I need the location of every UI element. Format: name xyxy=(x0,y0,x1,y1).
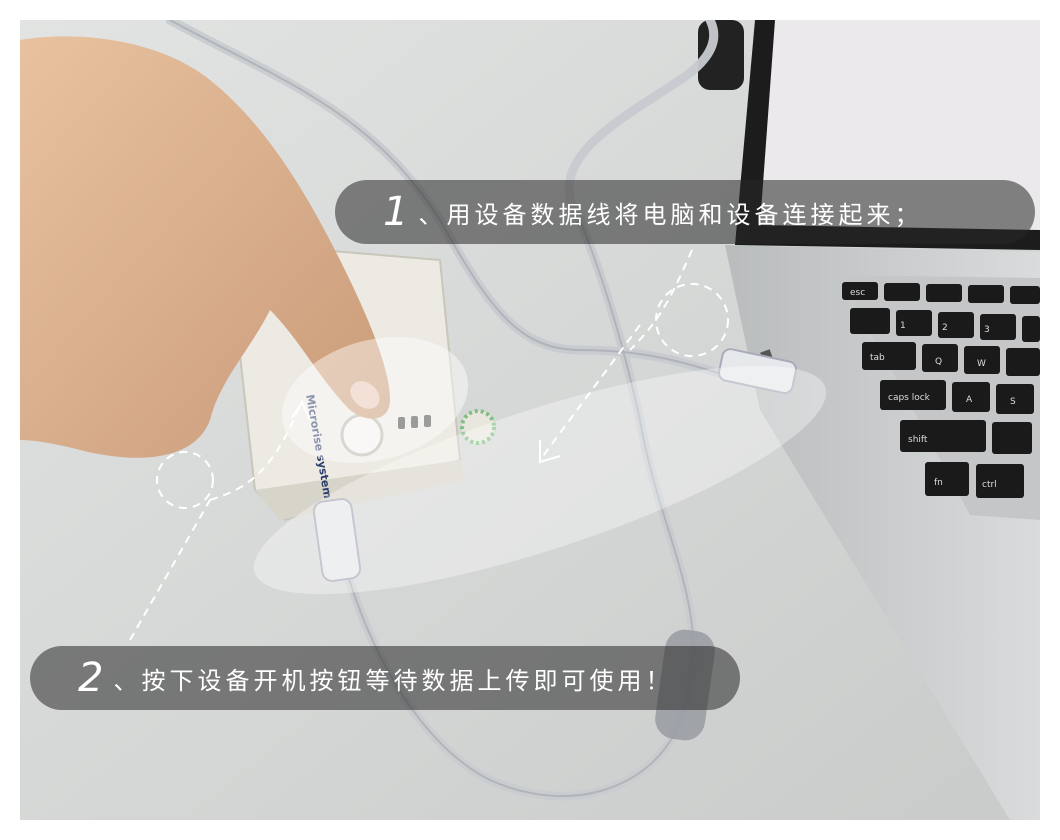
indicator-led-2 xyxy=(411,416,418,428)
key-label-tab: tab xyxy=(870,353,885,363)
guide-lines xyxy=(129,249,729,641)
highlight-cable xyxy=(253,365,827,595)
key-label-q: Q xyxy=(935,357,942,367)
key-q xyxy=(922,344,958,372)
key-label-1: 1 xyxy=(900,321,906,331)
key-shift xyxy=(900,420,986,452)
arrow-head-step1 xyxy=(539,440,561,464)
step-1-separator: 、 xyxy=(418,200,447,229)
dashed-arrow-step1 xyxy=(539,324,641,461)
key-label-w: W xyxy=(977,359,986,369)
caption-step-2: 2 、 按下设备开机按钮等待数据上传即可使用！ xyxy=(30,646,740,710)
step-2-separator: 、 xyxy=(113,666,142,695)
usb-plug-laptop xyxy=(717,348,798,395)
arrow-head-step2 xyxy=(291,399,311,421)
usb-plug-device xyxy=(312,498,362,582)
pointing-hand xyxy=(20,36,390,458)
key-row2-d xyxy=(980,314,1016,340)
keyboard xyxy=(842,282,1040,498)
key-label-3: 3 xyxy=(984,325,990,335)
indicator-led-1 xyxy=(398,417,405,429)
dashed-circle-port xyxy=(655,283,729,357)
key-label-s: S xyxy=(1010,397,1016,407)
highlight-device xyxy=(281,337,469,463)
key-label-esc: esc xyxy=(850,288,865,298)
key-e xyxy=(1006,348,1040,376)
key-s xyxy=(996,384,1034,414)
key-label-a: A xyxy=(966,395,973,405)
indicator-led-3 xyxy=(424,415,431,427)
key-row2-e xyxy=(1022,316,1040,342)
key-fn xyxy=(925,462,969,496)
fingernail xyxy=(350,381,380,409)
key-label-fn: fn xyxy=(934,478,943,488)
step-1-number: 1 xyxy=(383,189,413,235)
key-label-2: 2 xyxy=(942,323,948,333)
key-label-shift: shift xyxy=(908,435,928,445)
key-3 xyxy=(968,285,1004,303)
key-ctrl xyxy=(976,464,1024,498)
dashed-line-step1 xyxy=(629,249,693,351)
caption-step-1: 1 、 用设备数据线将电脑和设备连接起来； xyxy=(335,180,1035,244)
key-a xyxy=(952,382,990,412)
step-2-number: 2 xyxy=(78,655,108,701)
key-z xyxy=(992,422,1032,454)
key-w xyxy=(964,346,1000,374)
photo-frame: esc tab caps lock shift fn ctrl Q W A S … xyxy=(20,20,1040,820)
key-1 xyxy=(884,283,920,301)
key-row2-a xyxy=(850,308,890,334)
key-2 xyxy=(926,284,962,302)
step-1-text: 用设备数据线将电脑和设备连接起来； xyxy=(446,200,923,229)
key-label-ctrl: ctrl xyxy=(982,480,997,490)
key-row2-b xyxy=(896,310,932,336)
key-4 xyxy=(1010,286,1040,304)
key-row2-c xyxy=(938,312,974,338)
key-tab xyxy=(862,342,916,370)
sensor-probe xyxy=(460,409,496,445)
key-label-caps: caps lock xyxy=(888,393,931,403)
dashed-circle-button xyxy=(156,451,214,509)
key-esc xyxy=(842,282,878,300)
laptop-display xyxy=(760,20,1040,230)
key-caps xyxy=(880,380,946,410)
step-2-text: 按下设备开机按钮等待数据上传即可使用！ xyxy=(141,666,674,695)
